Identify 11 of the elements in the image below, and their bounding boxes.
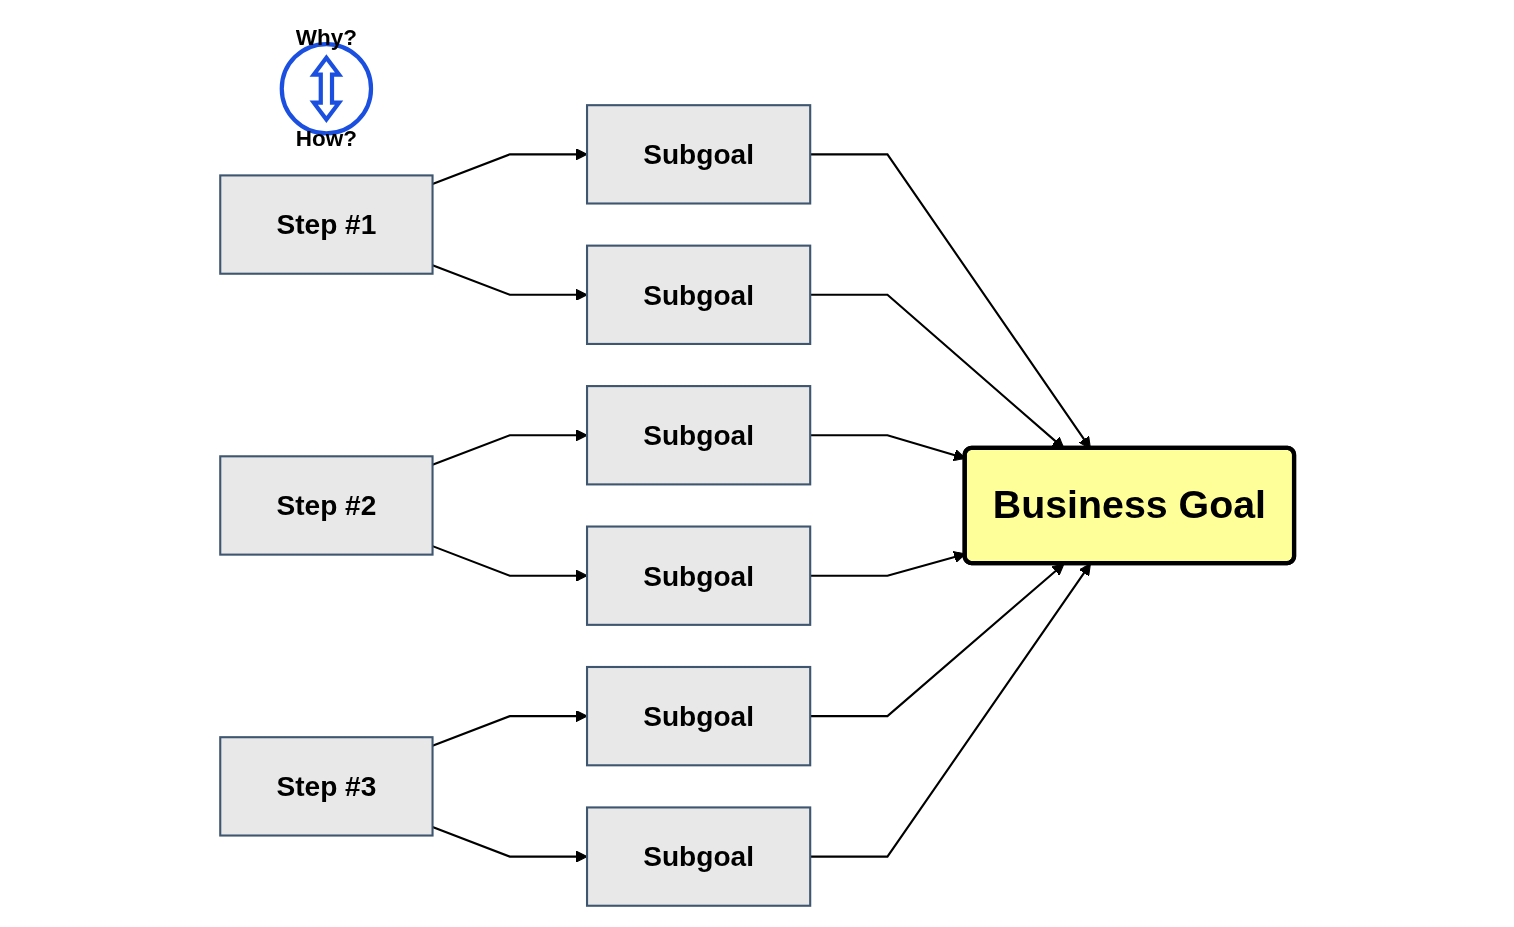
node-box: Subgoal (585, 525, 812, 626)
node-box: Subgoal (585, 244, 812, 345)
node-box: Step #2 (219, 455, 434, 556)
node-box: Subgoal (585, 104, 812, 205)
node-box: Step #1 (219, 174, 434, 275)
node-label: Why? (295, 25, 357, 50)
node-label: How? (295, 126, 357, 151)
node-box: Subgoal (585, 665, 812, 767)
node-box: Subgoal (585, 806, 812, 907)
node-box: Step #3 (219, 736, 434, 837)
node-box: Subgoal (585, 385, 812, 486)
